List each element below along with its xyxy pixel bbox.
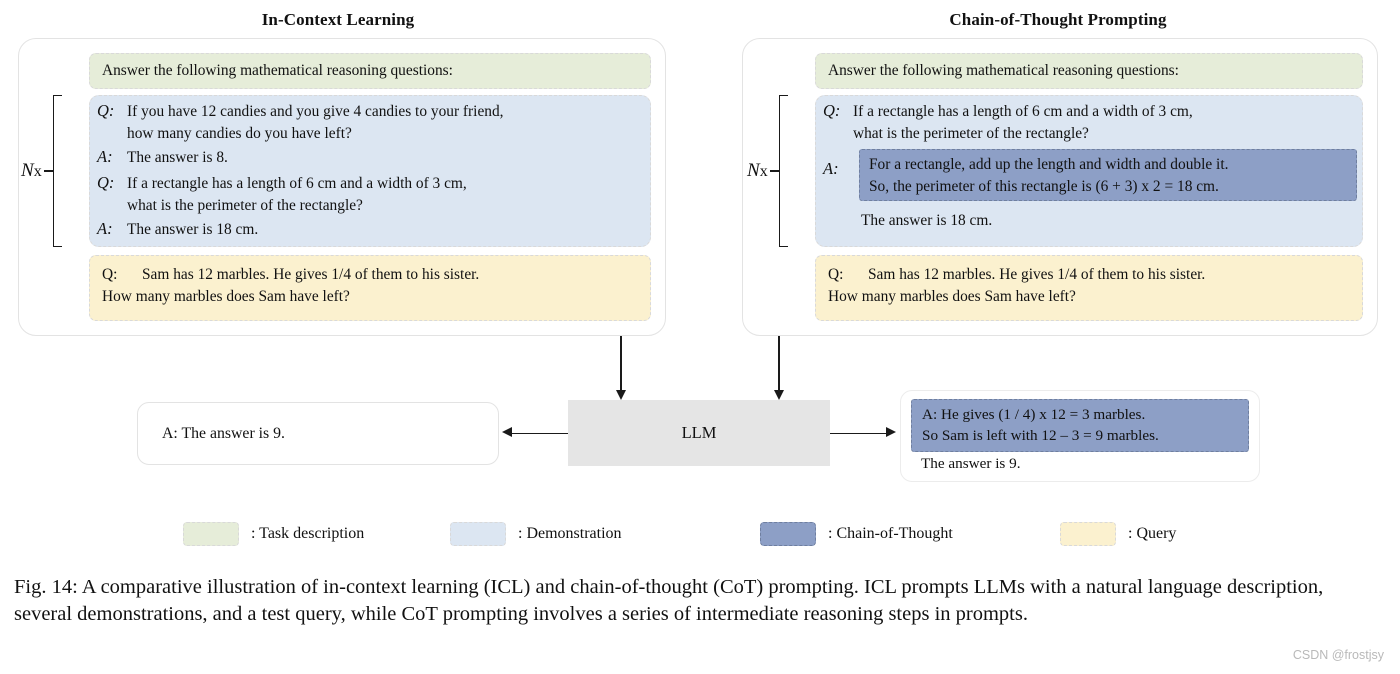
panel-title-chain-of-thought: Chain-of-Thought Prompting xyxy=(949,10,1167,29)
watermark: CSDN @frostjsy xyxy=(1292,648,1384,662)
legend-label-task-description: : Task description xyxy=(251,525,365,542)
icl-query-text-2: How many marbles does Sam have left? xyxy=(102,287,350,305)
cot-reasoning-line-2: So, the perimeter of this rectangle is (… xyxy=(869,177,1219,195)
cot-query-line-1: Q: Sam has 12 marbles. He gives 1/4 of t… xyxy=(828,264,1352,286)
icl-demo-row-2: A: The answer is 8. xyxy=(97,147,645,169)
llm-label: LLM xyxy=(681,423,717,442)
cot-question-row: Q: If a rectangle has a length of 6 cm a… xyxy=(823,101,1357,145)
legend-swatch-demonstration xyxy=(450,522,506,546)
cot-bracket-shape xyxy=(778,95,788,247)
icl-demo-row-2-label: A: xyxy=(97,147,113,166)
legend-swatch-task-description xyxy=(183,522,239,546)
arrow-cot-to-llm-head xyxy=(773,390,784,400)
output-cot-line-2: So Sam is left with 12 – 3 = 9 marbles. xyxy=(922,426,1159,444)
output-cot-answer: The answer is 9. xyxy=(921,455,1021,472)
icl-demo-row-4-label: A: xyxy=(97,219,113,238)
figure-caption: Fig. 14: A comparative illustration of i… xyxy=(14,576,1324,626)
panel-in-context-learning: Answer the following mathematical reason… xyxy=(18,38,666,336)
cot-reasoning-block: For a rectangle, add up the length and w… xyxy=(859,149,1357,201)
icl-demo-row-1-label: Q: xyxy=(97,101,115,120)
arrow-llm-to-left-output-shaft xyxy=(512,432,568,435)
output-cot-reasoning-block: A: He gives (1 / 4) x 12 = 3 marbles. So… xyxy=(911,399,1249,453)
legend-item-chain-of-thought: : Chain-of-Thought xyxy=(760,522,953,546)
panel-title-in-context-learning: In-Context Learning xyxy=(261,10,415,29)
icl-query-label: Q: xyxy=(102,266,118,283)
output-cot-line-1: A: He gives (1 / 4) x 12 = 3 marbles. xyxy=(922,406,1146,423)
cot-reasoning-line-1: For a rectangle, add up the length and w… xyxy=(869,156,1229,173)
icl-demo-row-3-label: Q: xyxy=(97,173,115,192)
icl-demo-row-1: Q: If you have 12 candies and you give 4… xyxy=(97,101,645,145)
cot-final-answer: The answer is 18 cm. xyxy=(861,212,993,229)
arrow-icl-to-llm-shaft xyxy=(620,336,622,392)
cot-question-label: Q: xyxy=(823,101,841,120)
cot-query-text-2: How many marbles does Sam have left? xyxy=(828,287,1076,305)
legend-label-demonstration: : Demonstration xyxy=(518,525,622,542)
panel-chain-of-thought: Answer the following mathematical reason… xyxy=(742,38,1378,336)
arrow-cot-to-llm-shaft xyxy=(778,336,780,392)
icl-task-description-block: Answer the following mathematical reason… xyxy=(89,53,651,89)
icl-query-text-1: Sam has 12 marbles. He gives 1/4 of them… xyxy=(142,266,480,283)
legend-label-query: : Query xyxy=(1128,525,1177,542)
output-box-icl: A: The answer is 9. xyxy=(137,402,499,465)
arrow-llm-to-right-output-head xyxy=(886,427,896,437)
arrow-llm-to-right-output-shaft xyxy=(830,432,886,435)
cot-task-description-text: Answer the following mathematical reason… xyxy=(828,62,1179,80)
legend-item-query: : Query xyxy=(1060,522,1176,546)
icl-bracket-tick xyxy=(43,170,53,172)
cot-question-text: If a rectangle has a length of 6 cm and … xyxy=(853,103,1193,142)
icl-demo-row-4-text: The answer is 18 cm. xyxy=(127,221,259,238)
icl-query-block: Q: Sam has 12 marbles. He gives 1/4 of t… xyxy=(89,255,651,321)
cot-query-text-1: Sam has 12 marbles. He gives 1/4 of them… xyxy=(868,266,1206,283)
cot-task-description-block: Answer the following mathematical reason… xyxy=(815,53,1363,89)
cot-bracket-tick xyxy=(769,170,779,172)
output-icl-text: A: The answer is 9. xyxy=(162,424,285,442)
icl-query-line-1: Q: Sam has 12 marbles. He gives 1/4 of t… xyxy=(102,264,640,286)
cot-repeat-label: Nx xyxy=(747,160,768,181)
cot-query-block: Q: Sam has 12 marbles. He gives 1/4 of t… xyxy=(815,255,1363,321)
icl-demo-row-1-text: If you have 12 candies and you give 4 ca… xyxy=(127,103,504,142)
cot-repeat-bracket: Nx xyxy=(747,95,788,247)
legend: : Task description : Demonstration : Cha… xyxy=(0,518,1400,552)
output-box-cot: A: He gives (1 / 4) x 12 = 3 marbles. So… xyxy=(900,390,1260,482)
cot-query-label: Q: xyxy=(828,266,844,283)
llm-box: LLM xyxy=(568,400,830,466)
legend-label-chain-of-thought: : Chain-of-Thought xyxy=(828,525,953,542)
legend-swatch-query xyxy=(1060,522,1116,546)
icl-bracket-shape xyxy=(52,95,62,247)
icl-demo-row-4: A: The answer is 18 cm. xyxy=(97,219,645,241)
icl-task-description-text: Answer the following mathematical reason… xyxy=(102,62,453,80)
legend-swatch-chain-of-thought xyxy=(760,522,816,546)
icl-repeat-label: Nx xyxy=(21,160,42,181)
arrow-llm-to-left-output-head xyxy=(502,427,512,437)
cot-answer-label: A: xyxy=(823,159,839,178)
icl-demo-row-3: Q: If a rectangle has a length of 6 cm a… xyxy=(97,173,645,217)
icl-demonstration-block xyxy=(89,95,651,247)
arrow-icl-to-llm-head xyxy=(615,390,626,400)
icl-demo-row-3-text: If a rectangle has a length of 6 cm and … xyxy=(127,175,467,214)
icl-repeat-bracket: Nx xyxy=(21,95,62,247)
legend-item-demonstration: : Demonstration xyxy=(450,522,622,546)
legend-item-task-description: : Task description xyxy=(183,522,364,546)
icl-demo-row-2-text: The answer is 8. xyxy=(127,149,228,166)
